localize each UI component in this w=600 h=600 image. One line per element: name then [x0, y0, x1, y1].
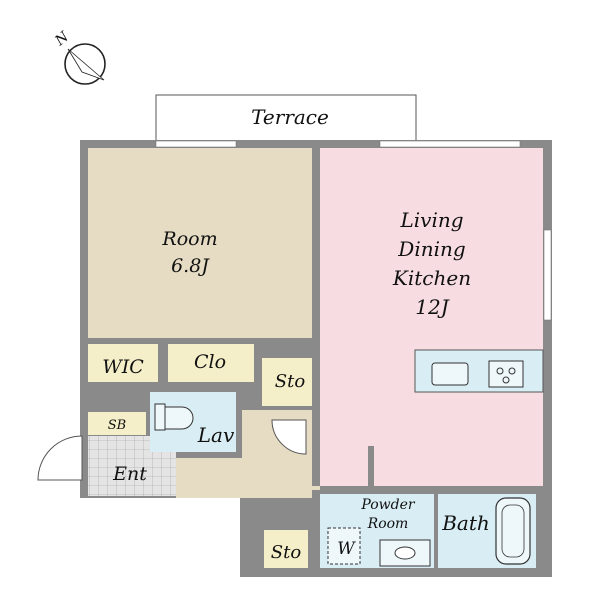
ldk-partition [368, 446, 374, 486]
wic-label: WIC [102, 356, 144, 378]
sto-lower-floor [264, 530, 308, 568]
basin-icon [394, 546, 416, 560]
sto-upper-label: Sto [275, 371, 306, 392]
sto-upper-floor [262, 358, 312, 406]
ldk-size-label: 12J [415, 295, 449, 319]
ldk-label-line2: Dining [397, 237, 465, 261]
room-label: Room [161, 228, 217, 250]
terrace-label: Terrace [251, 105, 329, 129]
wic-floor [88, 344, 158, 382]
bathtub-inner [501, 504, 525, 558]
lav-label: Lav [197, 423, 235, 447]
clo-floor [168, 344, 254, 382]
bath-label: Bath [441, 511, 490, 535]
ldk-label-line1: Living [399, 208, 463, 232]
powder-room-label-line2: Room [367, 516, 409, 532]
toilet-bowl [164, 406, 194, 430]
clo-label: Clo [194, 351, 226, 373]
sto-lower-label: Sto [271, 542, 302, 563]
room-size-label: 6.8J [171, 255, 210, 277]
stove-icon [488, 360, 524, 388]
window-top-left [155, 140, 237, 148]
compass-icon: N [52, 28, 106, 85]
ent-label: Ent [112, 463, 147, 485]
hall-door [271, 419, 307, 455]
compass-north-letter: N [52, 28, 73, 49]
toilet-tank [154, 403, 166, 431]
kitchen-sink [431, 362, 469, 386]
room-floor [88, 148, 312, 338]
sb-floor [88, 412, 146, 435]
window-right [543, 229, 552, 321]
washer-box [327, 527, 361, 565]
ldk-floor [320, 148, 543, 486]
bathtub-icon [495, 497, 531, 565]
sb-label: SB [108, 418, 126, 433]
washer-label: W [337, 539, 356, 559]
ldk-label-line3: Kitchen [392, 266, 471, 290]
entrance-door [37, 435, 83, 481]
powder-room-label-line1: Powder [360, 497, 416, 513]
window-top-right [379, 140, 521, 148]
